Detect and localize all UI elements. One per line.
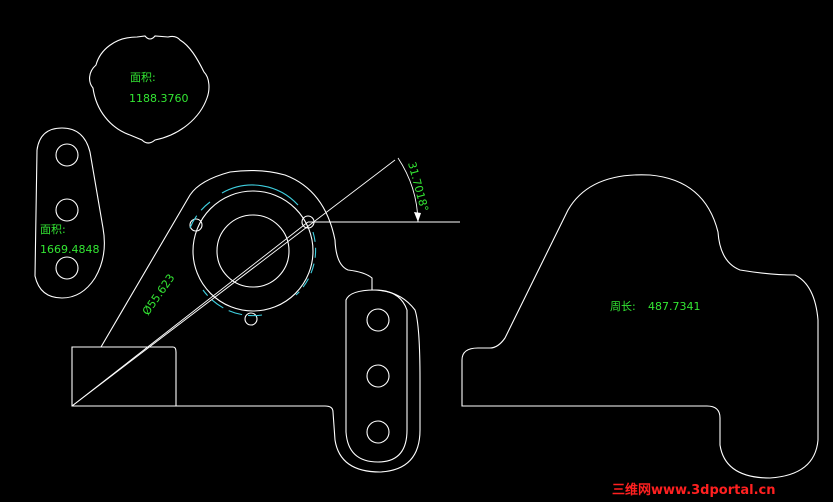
round-notched-part: 面积: 1188.3760 xyxy=(89,35,210,144)
left-link-part: 面积: 1669.4848 xyxy=(34,127,105,299)
area-label-left: 面积: xyxy=(40,223,66,236)
area-label-top: 面积: xyxy=(130,71,156,84)
watermark: 三维网www.3dportal.cn xyxy=(612,482,775,498)
perimeter-label: 周长: xyxy=(610,300,636,313)
area-value-top: 1188.3760 xyxy=(129,92,189,105)
area-value-left: 1669.4848 xyxy=(40,243,100,256)
right-profile-part: 周长: 487.7341 xyxy=(461,174,819,479)
perimeter-value: 487.7341 xyxy=(648,300,701,313)
main-bracket-part xyxy=(71,169,421,473)
